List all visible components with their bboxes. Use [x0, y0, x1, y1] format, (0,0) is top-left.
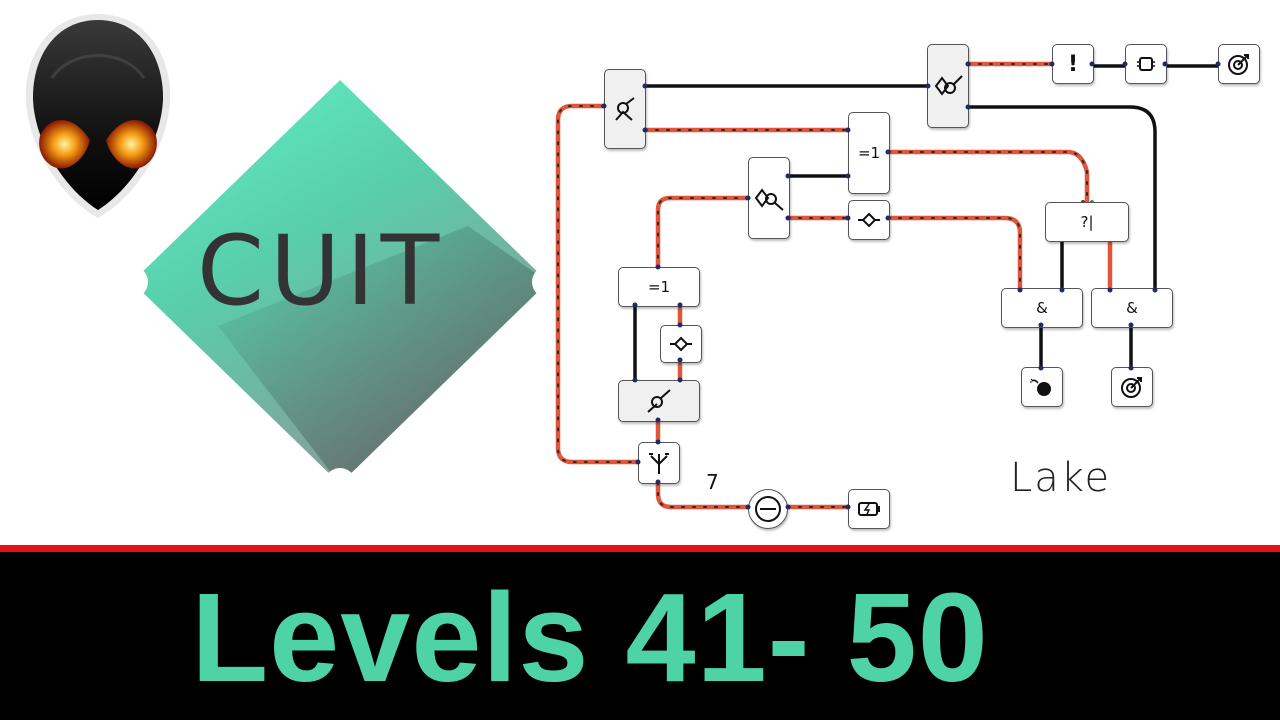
not-gate-label: !: [1067, 51, 1079, 77]
and-gate-left-label: &: [1036, 299, 1048, 317]
switch-icon: [934, 75, 963, 96]
switch-node-top-right[interactable]: [927, 44, 969, 128]
logo-text: CUIT: [197, 215, 446, 327]
title-banner: Levels 41- 50: [0, 545, 1280, 720]
switch-icon: [615, 97, 635, 121]
xor-gate-top[interactable]: =1: [848, 112, 890, 194]
switch-node-top-left[interactable]: [604, 69, 646, 149]
battery-node[interactable]: [848, 489, 890, 529]
and-gate-right[interactable]: &: [1091, 288, 1173, 328]
xor-gate-left-label: =1: [647, 278, 671, 296]
banner-stripe: [0, 545, 1280, 552]
target-icon: [1228, 54, 1249, 75]
source-icon: [755, 496, 781, 522]
split-node[interactable]: [638, 442, 680, 484]
pitch-mark: 7: [706, 470, 719, 494]
game-board: CUIT: [25, 14, 1260, 529]
target-node-bottom[interactable]: [1111, 367, 1153, 407]
switch-icon: [647, 389, 671, 413]
and-gate-right-label: &: [1126, 299, 1138, 317]
switch-node-left[interactable]: [618, 380, 700, 422]
xor-gate-left[interactable]: =1: [618, 267, 700, 307]
xor-gate-top-label: =1: [857, 144, 881, 162]
not-gate[interactable]: !: [1052, 44, 1094, 84]
target-icon: [1121, 377, 1142, 398]
filter-node[interactable]: [748, 157, 790, 239]
diode-icon: [858, 212, 880, 228]
unknown-gate-label: ?|: [1080, 213, 1094, 231]
level-name: Lake: [1010, 455, 1112, 501]
chip-icon: [1137, 57, 1155, 71]
source-node[interactable]: [748, 489, 788, 529]
diode-node-top[interactable]: [848, 200, 890, 240]
battery-icon: [858, 502, 880, 516]
alien-head-icon: [25, 14, 171, 218]
filter-icon: [754, 188, 784, 211]
split-icon: [649, 453, 669, 474]
bomb-node[interactable]: [1021, 367, 1063, 407]
diode-node-left[interactable]: [660, 325, 702, 363]
banner-title: Levels 41- 50: [191, 567, 989, 708]
unknown-gate[interactable]: ?|: [1045, 202, 1129, 242]
target-node-top[interactable]: [1218, 44, 1260, 84]
and-gate-left[interactable]: &: [1001, 288, 1083, 328]
chip-node[interactable]: [1125, 44, 1167, 84]
bomb-icon: [1030, 378, 1051, 396]
cuit-logo: [128, 76, 552, 488]
diode-icon: [670, 336, 692, 352]
